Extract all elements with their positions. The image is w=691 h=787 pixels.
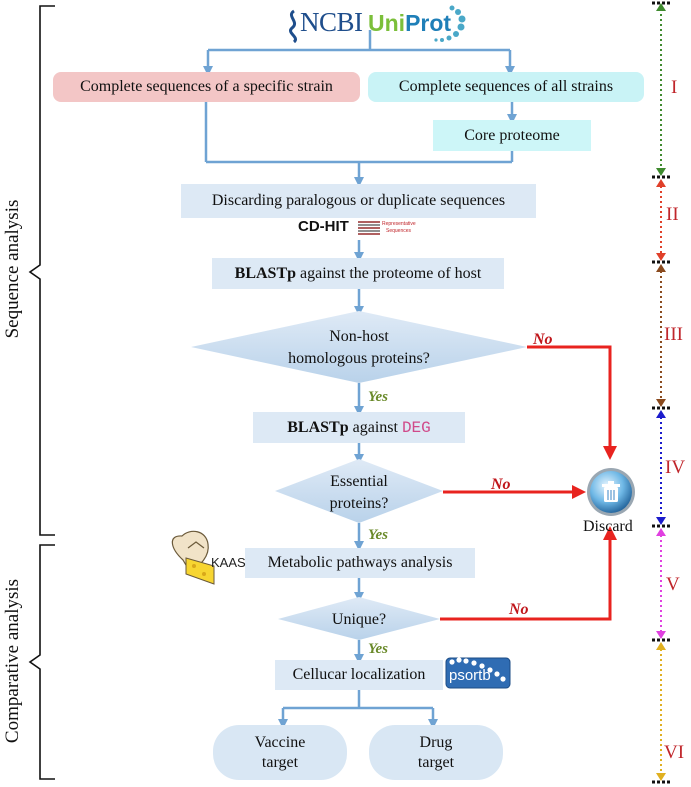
box-core-proteome: Core proteome: [433, 120, 591, 151]
section-sequence-analysis: Sequence analysis: [2, 199, 23, 339]
box-metabolic: Metabolic pathways analysis: [245, 548, 475, 578]
psortb-logo-icon: [445, 657, 511, 689]
discard-label: Discard: [583, 518, 633, 535]
box-vaccine-target: Vaccine target: [213, 725, 347, 780]
decision-non-host-shape: [191, 311, 527, 383]
edge-label-yes-2: Yes: [368, 527, 388, 543]
decision-non-host-line-1: Non-host: [329, 328, 389, 345]
box-drug-line-1: Drug: [419, 733, 453, 751]
stage-ranges: [652, 1, 670, 784]
stage-label-4: IV: [665, 457, 686, 478]
decision-essential-shape: [275, 459, 443, 523]
uniprot-logo-uni: Uni: [368, 10, 406, 36]
decision-unique-shape: [278, 597, 440, 640]
box-specific-strain-label: Complete sequences of a specific strain: [80, 78, 333, 95]
box-core-proteome-label: Core proteome: [464, 126, 560, 144]
trash-icon: [587, 468, 635, 516]
cdhit-logo-tag-2: Sequences: [386, 228, 412, 234]
cdhit-sequence-icon: [358, 221, 380, 235]
decision-non-host-line-2: homologous proteins?: [288, 349, 430, 367]
box-discard-paralogous: Discarding paralogous or duplicate seque…: [181, 184, 536, 218]
connector-merge: [204, 102, 517, 187]
box-blastp-deg: BLASTp against DEG: [253, 412, 465, 443]
decision-non-host: Non-host homologous proteins?: [259, 326, 459, 369]
box-cellular: Cellucar localization: [275, 660, 443, 690]
connector-top-fanout: [203, 30, 515, 76]
cdhit-logo: CD-HIT: [298, 218, 349, 235]
stage-label-3: III: [664, 324, 683, 345]
ncbi-helix-icon: [289, 9, 297, 44]
decision-essential: Essential proteins?: [299, 471, 419, 514]
box-specific-strain: Complete sequences of a specific strain: [53, 72, 360, 102]
cdhit-logo-tag-1: Representative: [382, 221, 416, 227]
decision-essential-line-2: proteins?: [329, 494, 389, 512]
edge-label-yes-1: Yes: [368, 389, 388, 405]
box-vaccine-line-1: Vaccine: [254, 733, 306, 751]
box-blastp-host: BLASTp against the proteome of host: [212, 258, 504, 289]
box-cellular-label: Cellucar localization: [292, 666, 426, 683]
brace-sequence-analysis: [28, 5, 55, 536]
connector-no: [440, 345, 612, 621]
uniprot-dots-icon: [434, 5, 466, 42]
uniprot-logo-prot: Prot: [405, 10, 452, 36]
psortb-logo: psortb: [449, 667, 491, 684]
box-all-strains: Complete sequences of all strains: [368, 72, 644, 102]
section-comparative-analysis: Comparative analysis: [2, 578, 23, 744]
uniprot-logo: UniProt: [368, 10, 451, 37]
decision-unique: Unique?: [309, 609, 409, 631]
decision-essential-line-1: Essential: [330, 473, 388, 490]
box-all-strains-label: Complete sequences of all strains: [398, 78, 614, 95]
edge-label-no-1: No: [533, 331, 553, 348]
kaas-logo: KAAS: [211, 555, 246, 570]
edge-label-no-2: No: [491, 476, 511, 493]
ncbi-logo: NCBI: [300, 7, 363, 37]
box-blastp-deg-bold: BLASTp: [287, 418, 349, 436]
stage-label-2: II: [666, 204, 679, 225]
stage-label-1: I: [671, 77, 678, 98]
stage-label-5: V: [666, 574, 680, 595]
decision-unique-label: Unique?: [331, 611, 387, 628]
box-vaccine-line-2: target: [261, 753, 299, 771]
box-discard-paralogous-label: Discarding paralogous or duplicate seque…: [211, 192, 506, 209]
edge-label-no-3: No: [509, 601, 529, 618]
connector-spine: [278, 240, 438, 729]
box-metabolic-label: Metabolic pathways analysis: [267, 554, 453, 571]
edge-label-yes-3: Yes: [368, 641, 388, 657]
box-blastp-host-bold: BLASTp: [234, 264, 297, 282]
brace-comparative-analysis: [28, 544, 55, 780]
deg-logo: DEG: [401, 418, 431, 437]
box-drug-target: Drug target: [369, 725, 503, 780]
box-blastp-deg-rest: against: [348, 418, 402, 436]
kaas-logo-icon: [171, 530, 215, 585]
box-drug-line-2: target: [417, 753, 455, 771]
box-blastp-host-rest: against the proteome of host: [296, 264, 482, 282]
stage-label-6: VI: [664, 742, 685, 763]
